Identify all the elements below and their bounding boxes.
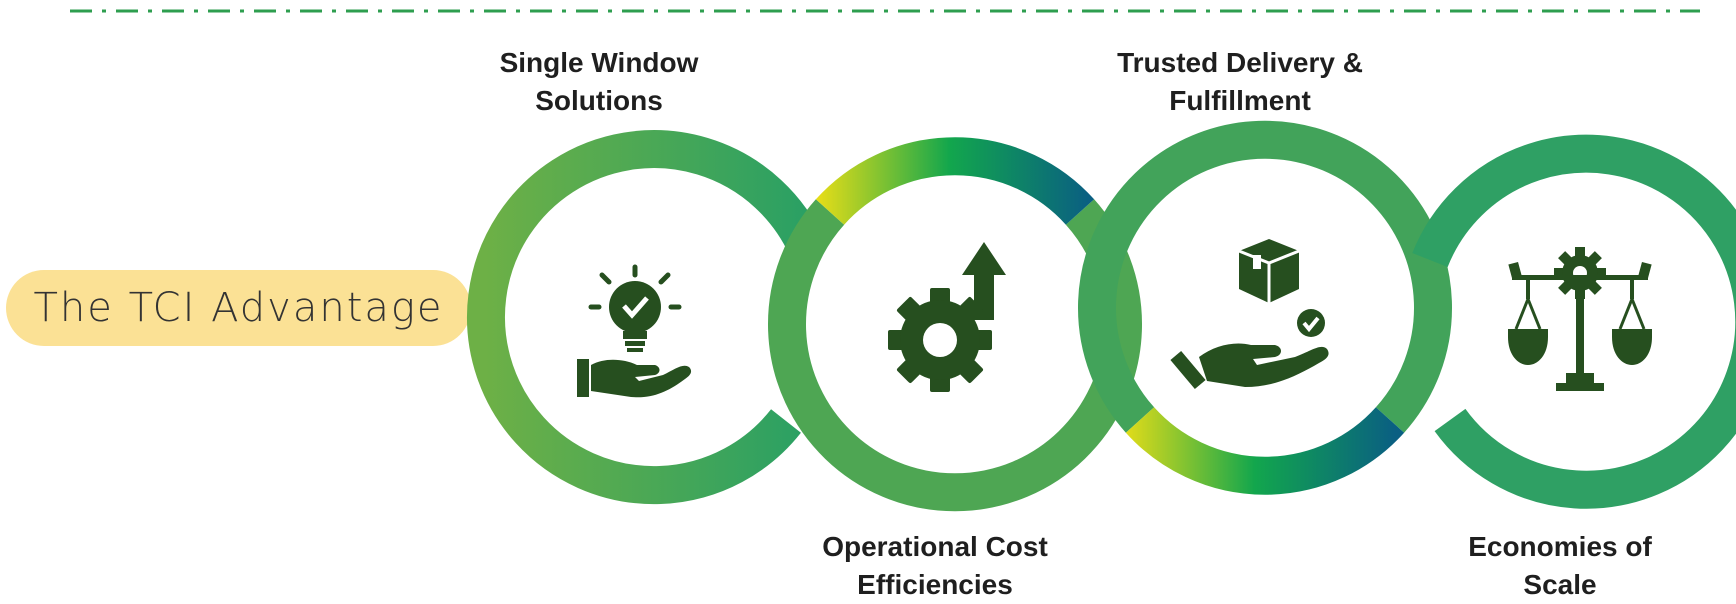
label-economies-of-scale: Economies of Scale — [1468, 531, 1652, 600]
ring-trusted-delivery — [1078, 120, 1452, 433]
ring-operational-cost — [768, 199, 1142, 512]
box-hand-icon — [1170, 239, 1329, 390]
diagram-title: The TCI Advantage — [33, 285, 444, 331]
dashed-divider-line — [70, 9, 1700, 13]
gear-arrow-icon — [888, 242, 1006, 392]
label-single-window: Single Window Solutions — [499, 47, 699, 116]
balance-scale-icon — [1508, 247, 1652, 391]
title-pill: The TCI Advantage — [6, 270, 471, 346]
lightbulb-hand-icon — [577, 264, 692, 398]
ring-operational-cost-gradient-arc — [815, 137, 1095, 225]
label-operational-cost: Operational Cost Efficiencies — [822, 531, 1048, 600]
label-trusted-delivery: Trusted Delivery & Fulfillment — [1117, 47, 1363, 116]
ring-trusted-delivery-gradient-arc — [1125, 407, 1405, 495]
ring-economies-of-scale — [1412, 134, 1736, 509]
ring-single-window — [467, 130, 826, 505]
